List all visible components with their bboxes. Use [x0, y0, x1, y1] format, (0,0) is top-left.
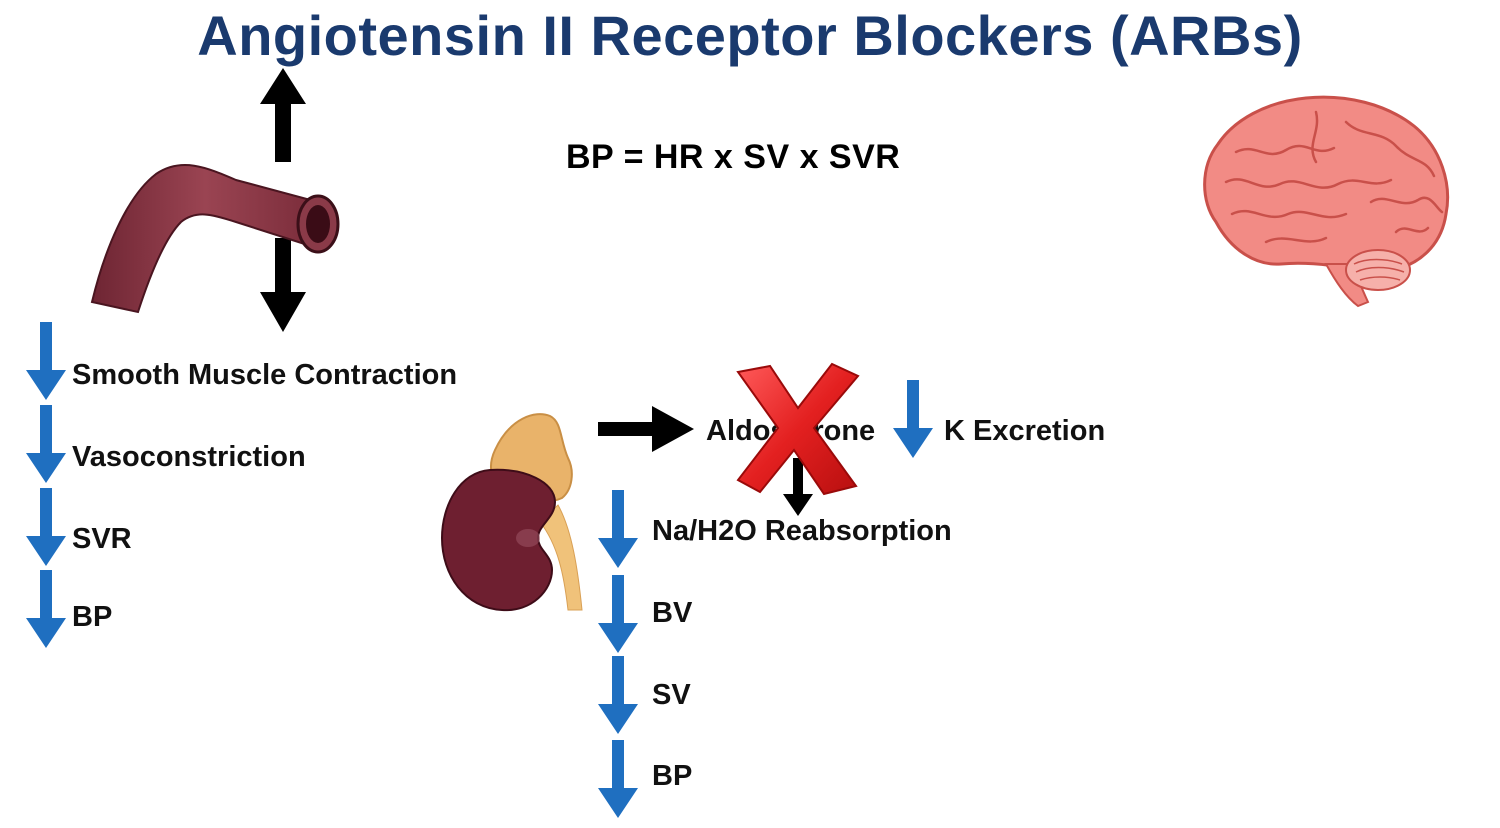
- decrease-arrow-icon: [26, 570, 66, 648]
- decrease-arrow-icon: [893, 380, 933, 458]
- k-excretion-label: K Excretion: [944, 415, 1106, 447]
- down-arrow-icon: [260, 238, 306, 332]
- kidney-icon: [440, 413, 583, 612]
- effect-bp-renal: BP: [652, 760, 693, 792]
- decrease-arrow-icon: [598, 490, 638, 568]
- decrease-arrow-icon: [598, 740, 638, 818]
- effect-smooth-muscle-contraction: Smooth Muscle Contraction: [72, 359, 458, 391]
- decrease-arrow-icon: [26, 322, 66, 400]
- blocked-x-icon: [736, 362, 860, 496]
- effect-na-h2o-reabsorption: Na/H2O Reabsorption: [652, 515, 952, 547]
- decrease-arrow-icon: [26, 488, 66, 566]
- blood-vessel-icon: [90, 164, 340, 314]
- effect-vasoconstriction: Vasoconstriction: [72, 441, 306, 473]
- up-arrow-icon: [260, 68, 306, 162]
- decrease-arrow-icon: [26, 405, 66, 483]
- effect-svr: SVR: [72, 523, 132, 555]
- down-arrow-icon: [783, 458, 813, 516]
- effect-bp-vascular: BP: [72, 601, 113, 633]
- decrease-arrow-icon: [598, 575, 638, 653]
- right-arrow-icon: [598, 406, 694, 452]
- decrease-arrow-icon: [598, 656, 638, 734]
- page-title: Angiotensin II Receptor Blockers (ARBs): [197, 4, 1303, 67]
- brain-icon: [1203, 95, 1450, 308]
- bp-formula: BP = HR x SV x SVR: [566, 138, 901, 176]
- effect-bv: BV: [652, 597, 693, 629]
- effect-sv: SV: [652, 679, 691, 711]
